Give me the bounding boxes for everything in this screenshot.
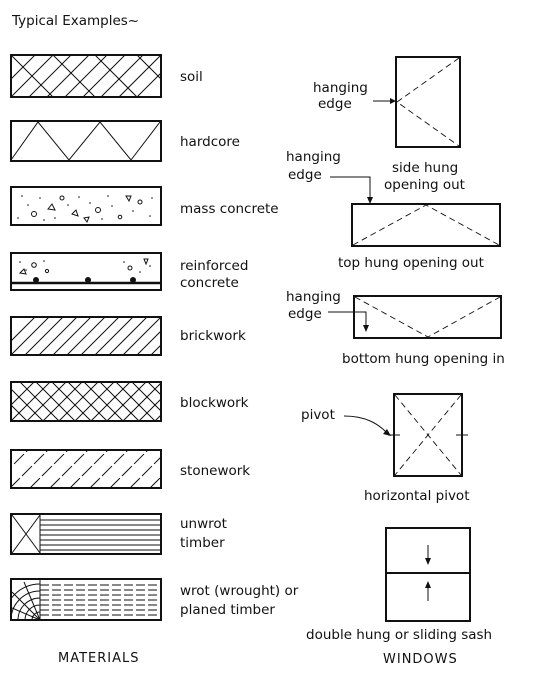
sliding-sash-caption: double hung or sliding sash [306, 627, 492, 643]
swatch-brickwork [10, 316, 162, 356]
swatch-blockwork [10, 381, 162, 422]
label-hardcore: hardcore [180, 134, 240, 150]
windows-heading: WINDOWS [383, 652, 458, 667]
swatch-stonework [10, 449, 162, 489]
side-hung-caption-2: opening out [384, 177, 465, 193]
bottom-hung-callout-2: edge [288, 306, 322, 322]
side-hung-callout-2: edge [318, 96, 352, 112]
side-hung-callout-1: hanging [313, 80, 368, 96]
window-sliding-sash [385, 527, 471, 622]
label-wrot-timber-1: wrot (wrought) or [180, 583, 299, 599]
label-brickwork: brickwork [180, 328, 246, 344]
swatch-hardcore [10, 120, 162, 162]
swatch-mass-concrete [10, 186, 162, 226]
horizontal-pivot-caption: horizontal pivot [364, 488, 470, 504]
label-unwrot-timber-2: timber [180, 535, 225, 551]
bottom-hung-callout-1: hanging [286, 289, 341, 305]
label-reinforced-concrete-1: reinforced [180, 258, 248, 274]
label-reinforced-concrete-2: concrete [180, 275, 239, 291]
window-top-hung [330, 176, 501, 247]
top-hung-callout-1: hanging [286, 149, 341, 165]
label-wrot-timber-2: planed timber [180, 602, 275, 618]
bottom-hung-caption: bottom hung opening in [342, 351, 505, 367]
top-hung-caption: top hung opening out [338, 255, 484, 271]
label-blockwork: blockwork [180, 395, 249, 411]
window-side-hung [373, 56, 461, 148]
swatch-wrot-timber [10, 578, 162, 621]
label-unwrot-timber-1: unwrot [180, 516, 227, 532]
materials-heading: MATERIALS [58, 651, 140, 666]
label-stonework: stonework [180, 463, 250, 479]
label-soil: soil [180, 69, 203, 85]
swatch-reinforced-concrete [10, 252, 162, 291]
swatch-unwrot-timber [10, 513, 162, 555]
side-hung-caption-1: side hung [392, 160, 458, 176]
pivot-callout: pivot [301, 407, 335, 423]
top-hung-callout-2: edge [288, 167, 322, 183]
window-bottom-hung [328, 295, 502, 339]
window-horizontal-pivot [343, 393, 468, 477]
page-title: Typical Examples~ [11, 13, 139, 29]
swatch-soil [10, 54, 162, 98]
label-mass-concrete: mass concrete [180, 201, 279, 217]
